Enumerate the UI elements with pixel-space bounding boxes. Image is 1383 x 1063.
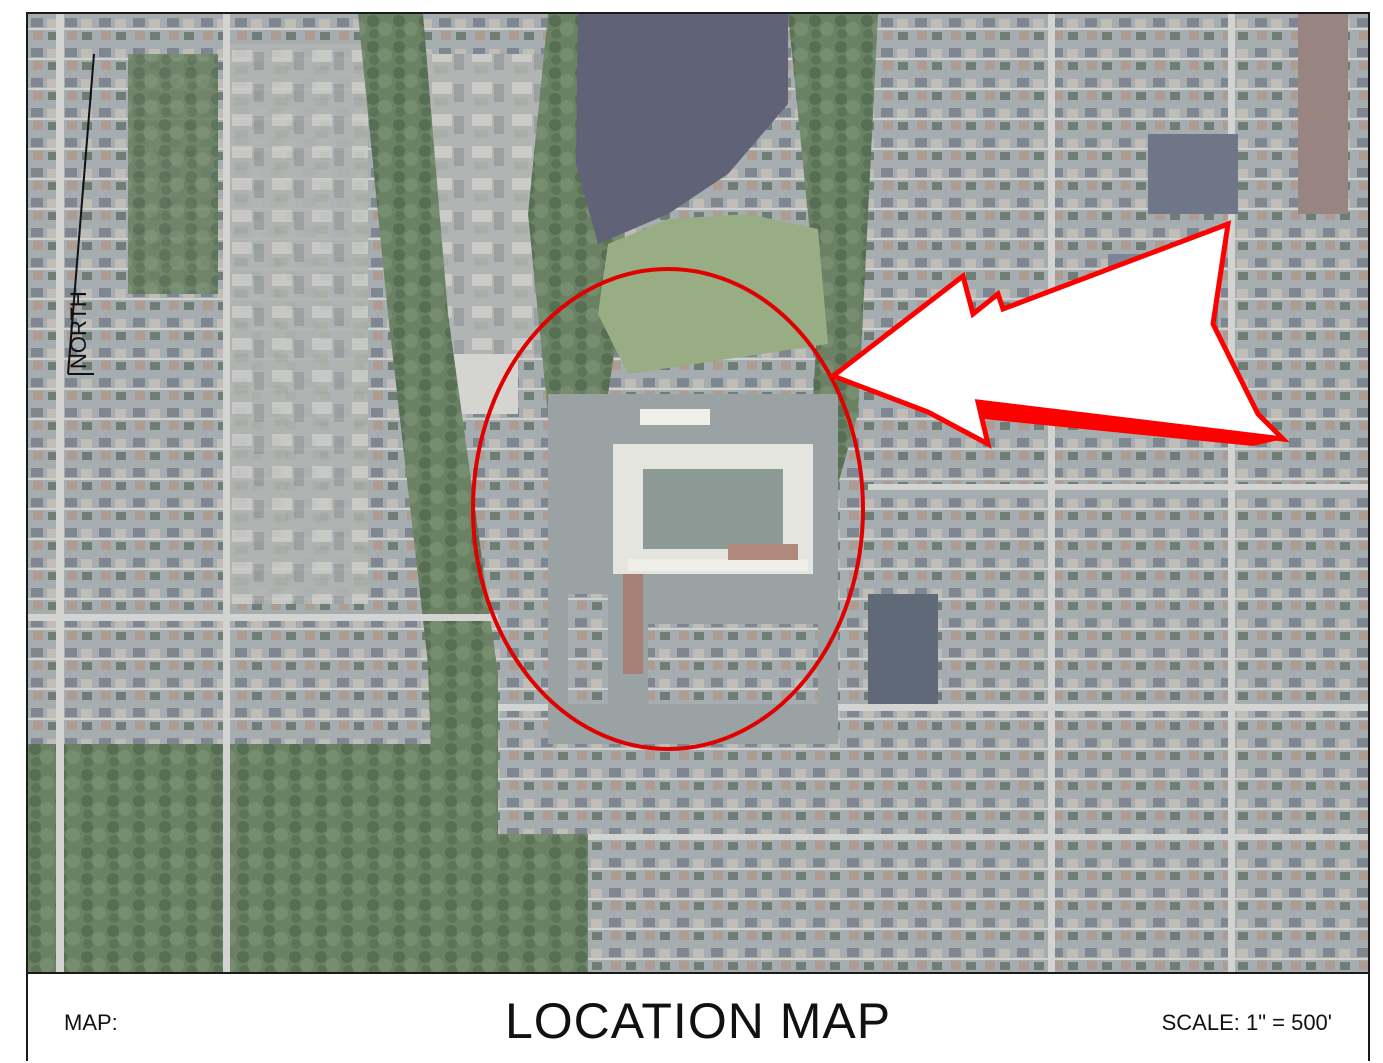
south-tree-patch — [478, 834, 588, 972]
west-industrial-area — [228, 44, 368, 604]
apartment-complex — [548, 394, 838, 744]
site-location-circle — [471, 267, 865, 751]
title-block: MAP: LOCATION MAP SCALE: 1" = 500' — [28, 974, 1368, 1063]
southwest-woods — [28, 744, 448, 972]
road-vertical-1 — [223, 14, 230, 972]
northeast-strip — [1298, 14, 1348, 214]
east-commercial-building — [1148, 134, 1238, 214]
rail-tree-corridor — [358, 14, 498, 972]
aerial-map-frame: NORTH — [28, 14, 1368, 974]
road-vertical-2 — [1048, 14, 1055, 972]
site-pointer-arrow-shadow — [978, 402, 1283, 446]
map-sheet: NORTH MAP: LOCATION MAP SCALE: 1" = 500' — [26, 12, 1370, 1061]
scale-label: SCALE: 1" = 500' — [1161, 1010, 1332, 1035]
north-arrow: NORTH — [66, 53, 95, 375]
road-horizontal-3 — [868, 484, 1368, 490]
road-horizontal-1 — [28, 614, 498, 621]
road-horizontal-4 — [588, 834, 1368, 840]
aerial-map: NORTH — [28, 14, 1368, 972]
imagery-haze — [28, 14, 1368, 972]
north-label: NORTH — [66, 291, 91, 369]
road-horizontal-2 — [498, 704, 1368, 711]
east-parking-lot — [868, 594, 938, 704]
road-vertical-west — [56, 14, 64, 972]
west-tree-strip — [128, 54, 218, 294]
open-field — [598, 214, 828, 374]
pond — [576, 14, 788, 244]
map-title: LOCATION MAP — [504, 993, 892, 1049]
site-pointer-arrow — [827, 220, 1290, 449]
map-label: MAP: — [64, 1010, 118, 1035]
road-vertical-3 — [1228, 14, 1235, 972]
